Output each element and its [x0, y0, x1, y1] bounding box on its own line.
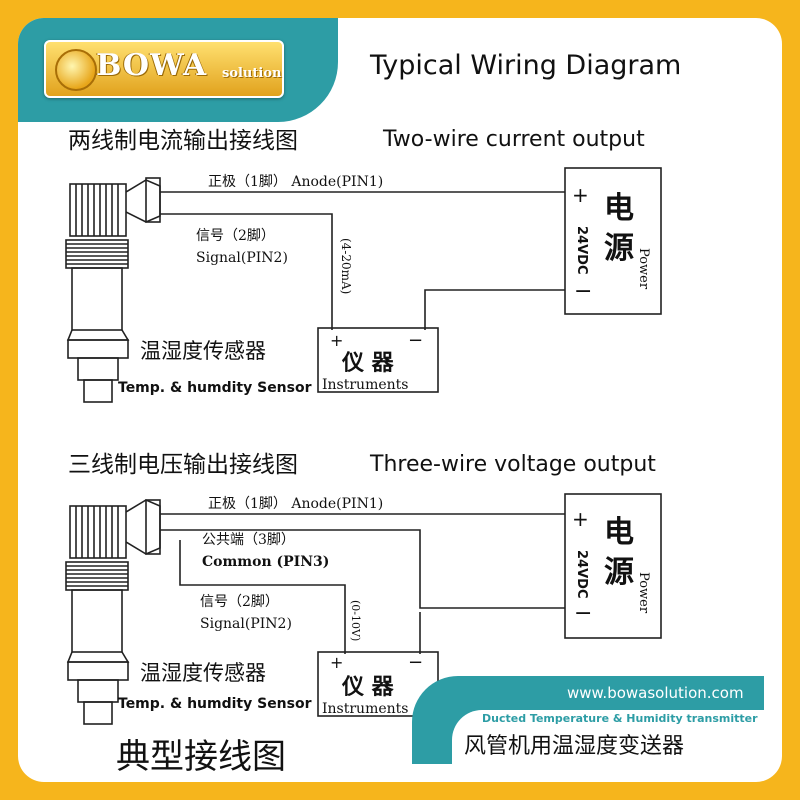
three-wire-common-en: Common (PIN3)	[202, 554, 329, 570]
three-wire-sensor-en: Temp. & humdity Sensor	[118, 696, 312, 712]
globe-icon	[55, 49, 97, 91]
three-wire-ps-cn-2: 源	[604, 555, 634, 590]
two-wire-power-box	[564, 167, 662, 315]
three-wire-signal-wire	[179, 540, 346, 654]
two-wire-signal-wire	[160, 213, 333, 330]
two-wire-signal-cn: 信号（2脚）	[196, 228, 275, 244]
three-wire-inst-cn: 仪 器	[341, 674, 395, 700]
website-url: www.bowasolution.com	[567, 684, 744, 702]
two-wire-inst-cn: 仪 器	[341, 350, 395, 376]
two-wire-sensor-icon	[65, 177, 161, 403]
three-wire-sensor-icon	[65, 499, 161, 725]
page-title: Typical Wiring Diagram	[370, 50, 682, 81]
two-wire-diagram	[65, 167, 662, 403]
badge-panel: Ducted Temperature & Humidity transmitte…	[452, 710, 764, 764]
two-wire-return-wire	[424, 289, 565, 330]
two-wire-ps-plus: +	[572, 183, 589, 207]
logo-brand: BOWA	[96, 48, 208, 83]
two-wire-ps-voltage: 24VDC	[574, 226, 589, 274]
three-wire-title-cn: 三线制电压输出接线图	[68, 452, 298, 478]
three-wire-inst-en: Instruments	[322, 701, 408, 717]
two-wire-range: (4-20mA)	[339, 238, 353, 294]
three-wire-diagram	[65, 493, 662, 725]
three-wire-signal-cn: 信号（2脚）	[200, 594, 279, 610]
three-wire-common-cn: 公共端（3脚）	[202, 532, 295, 548]
three-wire-ps-cn-1: 电	[604, 515, 634, 550]
two-wire-sensor-en: Temp. & humdity Sensor	[118, 380, 312, 396]
three-wire-signal-en: Signal(PIN2)	[200, 616, 292, 632]
three-wire-inst-plus: +	[330, 653, 343, 672]
product-name-en: Ducted Temperature & Humidity transmitte…	[482, 712, 758, 725]
two-wire-ps-minus: −	[574, 279, 592, 304]
wiring-diagrams: 两线制电流输出接线图 Two-wire current output 正极（1脚…	[65, 127, 662, 777]
two-wire-inst-en: Instruments	[322, 377, 408, 393]
two-wire-signal-en: Signal(PIN2)	[196, 250, 288, 266]
logo-tagline: solution	[222, 66, 282, 81]
footer-title-cn: 典型接线图	[116, 737, 286, 777]
three-wire-sensor-cn: 温湿度传感器	[140, 661, 266, 685]
three-wire-common-wire	[160, 529, 565, 609]
two-wire-title-en: Two-wire current output	[382, 127, 645, 152]
three-wire-power-box	[564, 493, 662, 639]
three-wire-title-en: Three-wire voltage output	[369, 452, 656, 477]
two-wire-title-cn: 两线制电流输出接线图	[68, 128, 298, 154]
two-wire-inst-minus: −	[408, 330, 423, 351]
two-wire-ps-cn-2: 源	[604, 231, 634, 266]
three-wire-inst-minus: −	[408, 652, 423, 673]
two-wire-ps-cn-1: 电	[604, 191, 634, 226]
three-wire-ps-power: Power	[636, 572, 651, 614]
two-wire-sensor-cn: 温湿度传感器	[140, 339, 266, 363]
product-badge: www.bowasolution.com Ducted Temperature …	[412, 676, 764, 764]
two-wire-instrument-box	[317, 327, 439, 393]
three-wire-range: (0-10V)	[349, 600, 362, 641]
three-wire-ps-minus: −	[574, 601, 592, 626]
two-wire-ps-power: Power	[636, 248, 651, 290]
three-wire-anode-label: 正极（1脚） Anode(PIN1)	[208, 496, 383, 512]
two-wire-inst-plus: +	[330, 331, 343, 350]
product-name-cn: 风管机用温湿度变送器	[464, 734, 685, 759]
three-wire-ps-plus: +	[572, 507, 589, 531]
bowa-logo: BOWA solution	[44, 40, 284, 98]
content-card: BOWA solution Typical Wiring Diagram	[18, 18, 782, 782]
three-wire-ps-voltage: 24VDC	[574, 550, 589, 598]
two-wire-anode-label: 正极（1脚） Anode(PIN1)	[208, 174, 383, 190]
